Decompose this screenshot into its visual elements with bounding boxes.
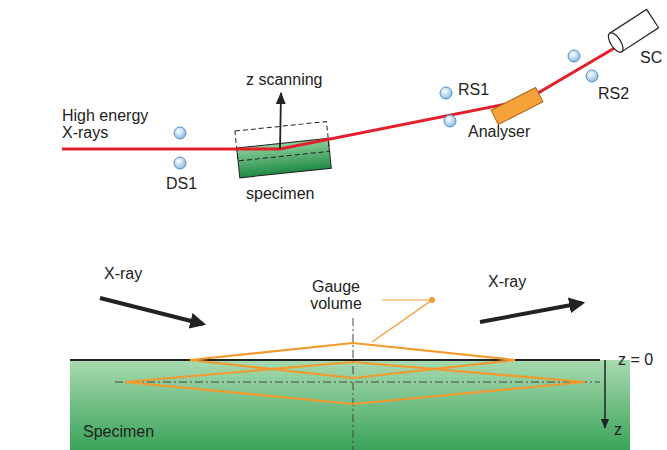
detector-label: SC [640, 50, 662, 67]
beam-label: X-ray [104, 266, 142, 283]
leader-dot [429, 297, 435, 303]
xray-beam [62, 46, 618, 149]
part-label: Specimen [83, 424, 154, 441]
gauge-volume-shape [125, 343, 585, 404]
z-scan-arrow [280, 93, 281, 149]
depth-line [115, 382, 600, 383]
axis-label: z = 0 [618, 352, 653, 369]
center-line [353, 318, 354, 450]
diffracted-arrow [480, 303, 582, 322]
scan-label: z scanning [246, 72, 323, 89]
axis-label: z [614, 422, 622, 439]
slit-label: RS1 [458, 82, 489, 99]
incident-arrow [100, 298, 203, 324]
slit-label: RS2 [598, 86, 629, 103]
callout-label: Gauge volume [296, 279, 376, 313]
specimen-section [70, 360, 630, 450]
leader-line [372, 300, 432, 342]
scintillation-counter [606, 9, 659, 54]
beam-label: High energy X-rays [62, 108, 158, 142]
z-axis-arrow [604, 360, 606, 428]
part-label: Analyser [468, 124, 530, 141]
slit-label: DS1 [166, 176, 197, 193]
part-label: specimen [246, 186, 314, 203]
analyser-crystal [491, 88, 543, 125]
slit-pins [174, 50, 598, 169]
surface-line [70, 359, 600, 361]
beam-label: X-ray [488, 274, 526, 291]
